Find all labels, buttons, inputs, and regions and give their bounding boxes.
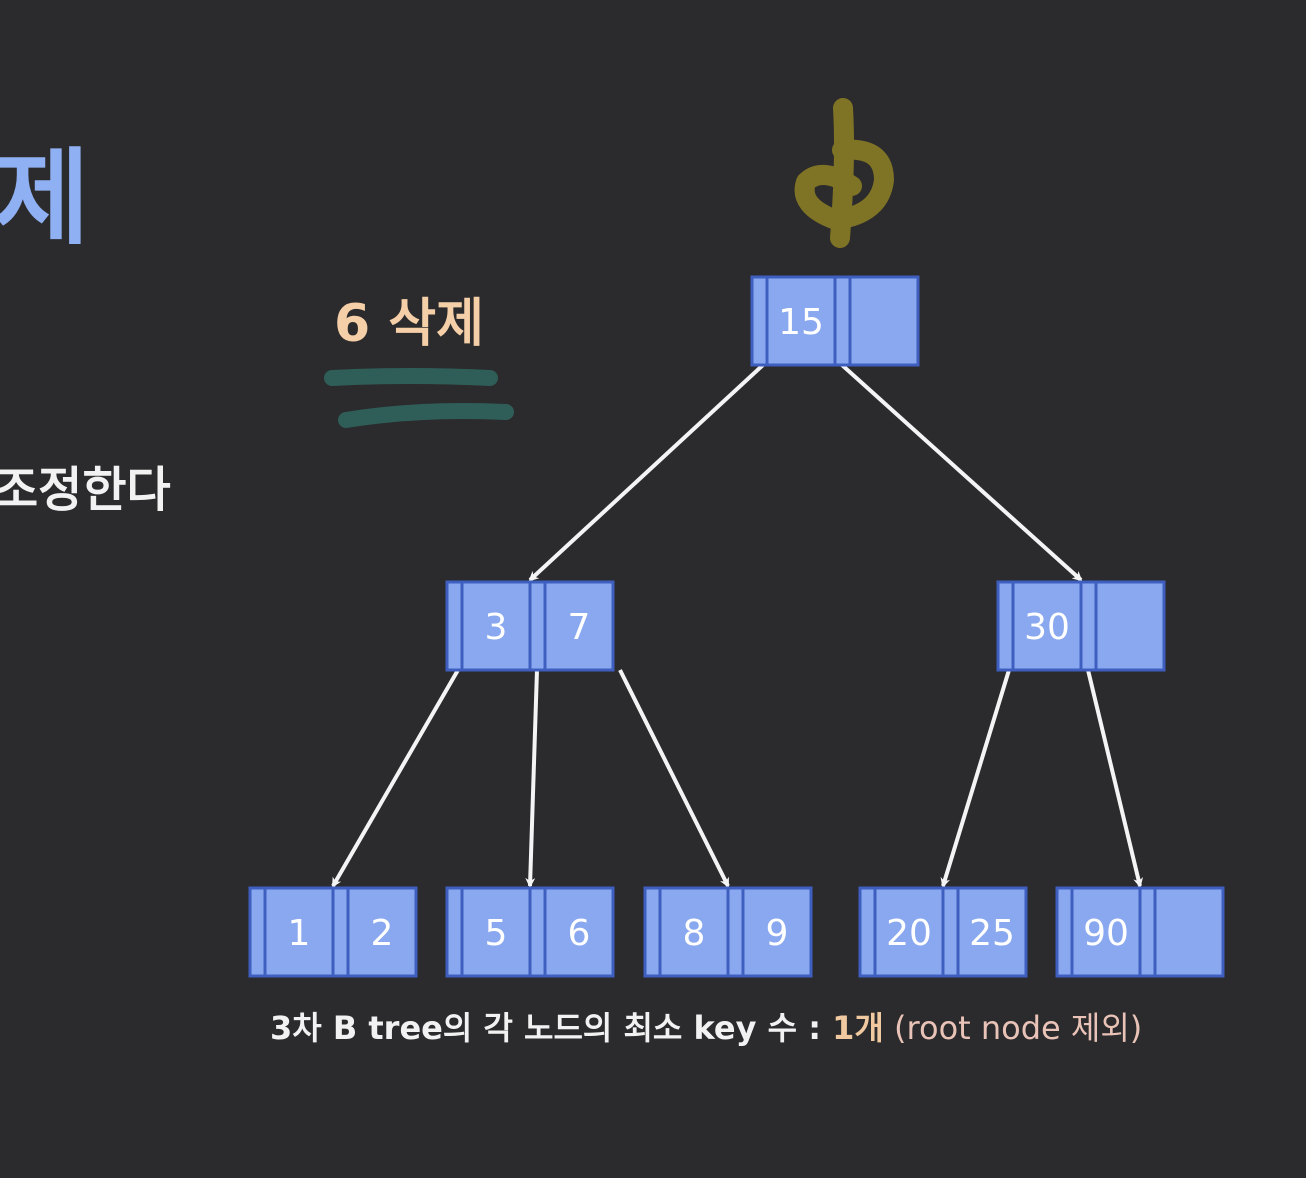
edge-left-internal-to-leaf-3 [618,669,730,888]
btree-node-right-internal: 30 [996,580,1166,672]
min-key-footnote: 3차 B tree의 각 노드의 최소 key 수 : 1개 (root nod… [270,1012,1142,1044]
edge-left-internal-to-leaf-1 [331,668,460,888]
node-key: 2 [371,913,394,954]
btree-node-root: 15 [750,275,920,367]
edge-left-internal-to-leaf-2 [525,669,539,888]
operation-underline [324,368,514,428]
btree-node-leaf-5: 90 [1055,886,1225,978]
left-text-fragment: 조정한다 [0,462,171,518]
node-key: 3 [485,607,508,648]
footnote-main: 3차 B tree의 각 노드의 최소 key 수 : [270,1009,833,1047]
handwritten-arrow-annotation [794,98,894,248]
node-key: 30 [1024,607,1070,648]
footnote-min-count: 1개 [832,1009,884,1047]
tree-edges [331,363,1143,888]
edge-root-to-right-internal [840,363,1083,582]
node-key: 7 [568,607,591,648]
node-key: 9 [766,913,789,954]
node-key: 8 [683,913,706,954]
slide-title-fragment: 제 [0,137,90,259]
node-key: 1 [288,913,311,954]
operation-label: 6 삭제 [334,294,484,354]
node-key: 25 [969,913,1015,954]
edge-root-to-left-internal [528,363,765,582]
edge-right-internal-to-leaf-5 [1086,669,1143,888]
edge-right-internal-to-leaf-4 [940,669,1011,888]
node-key: 5 [485,913,508,954]
footnote-exception: (root node 제외) [883,1009,1143,1047]
node-key: 90 [1083,913,1129,954]
node-key: 15 [778,302,824,343]
node-key: 20 [886,913,932,954]
node-key: 6 [568,913,591,954]
